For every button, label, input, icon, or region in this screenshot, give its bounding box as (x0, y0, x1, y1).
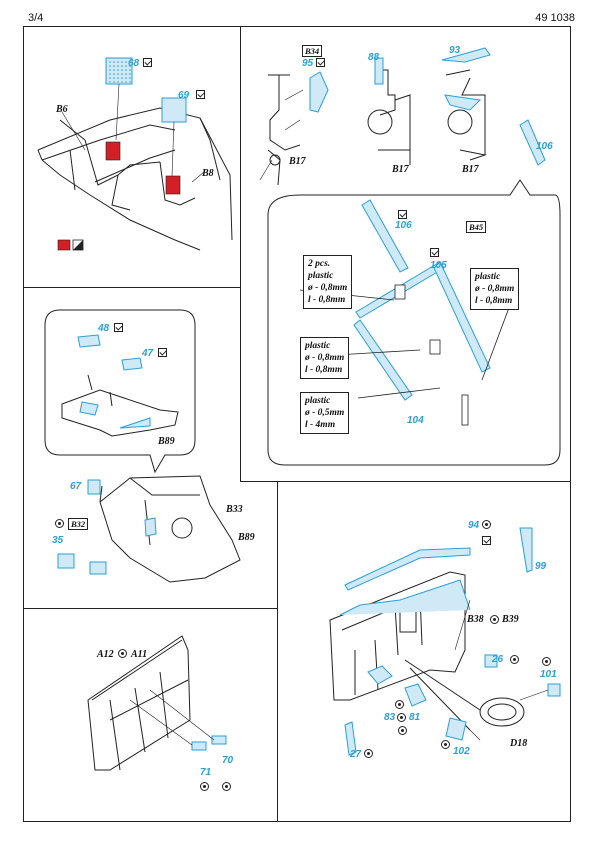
part-94: 94 (468, 520, 480, 531)
panel1-swatch-fill (73, 240, 83, 250)
glue-circle-icon (118, 649, 127, 658)
divider-h-left1 (23, 287, 241, 288)
fold-check-icon (158, 348, 167, 357)
panel3-drawing (99, 475, 241, 583)
glue-circle-icon (510, 655, 519, 664)
glue-circle-icon (200, 782, 209, 791)
part-102: 102 (453, 746, 470, 757)
panel4-pe (191, 735, 227, 751)
part-68: 68 (128, 58, 140, 69)
ref-b8: B8 (202, 168, 214, 179)
fold-check-icon (482, 536, 491, 545)
ref-a12: A12 (97, 649, 114, 660)
fold-check-icon (430, 248, 439, 257)
part-95: 95 (302, 58, 314, 69)
panel1-parts (105, 57, 187, 123)
ref-b89-inset: B89 (158, 436, 175, 447)
panel2-arrows (259, 89, 304, 181)
part-71: 71 (200, 767, 212, 778)
ref-b17-3: B17 (462, 164, 479, 175)
glue-circle-icon (490, 615, 499, 624)
fold-check-icon (114, 323, 123, 332)
part-67: 67 (70, 481, 82, 492)
panel2-pe (309, 47, 546, 166)
ref-b39: B39 (502, 614, 519, 625)
ref-b17-2: B17 (392, 164, 409, 175)
part-48: 48 (98, 323, 110, 334)
glue-circle-icon (397, 713, 406, 722)
part-27: 27 (350, 749, 362, 760)
divider-v-top (240, 26, 241, 482)
part-70: 70 (222, 755, 234, 766)
divider-h-right (240, 481, 571, 482)
part-99: 99 (535, 561, 547, 572)
glue-circle-icon (395, 700, 404, 709)
panel5-leaders (454, 599, 549, 741)
ref-a11: A11 (131, 649, 148, 660)
ref-d18: D18 (510, 738, 528, 749)
part-35: 35 (52, 535, 64, 546)
glue-circle-icon (364, 749, 373, 758)
page-number: 3/4 (28, 12, 44, 24)
ref-b32: B32 (68, 518, 89, 530)
panel1-red-parts (57, 141, 181, 251)
fold-check-icon (316, 58, 325, 67)
ref-b17-1: B17 (289, 156, 306, 167)
part-88: 88 (368, 52, 380, 63)
panel3-pe (57, 479, 157, 575)
part-106: 106 (536, 141, 553, 152)
panel5-drawing (329, 571, 525, 731)
panel5-pe (339, 527, 561, 756)
note-plastic-mid: plastic ø - 0,8mm l - 0,8mm (300, 337, 350, 379)
ref-b6: B6 (56, 104, 68, 115)
panel1-drawing (37, 107, 233, 251)
ref-b38: B38 (467, 614, 484, 625)
note-plastic-right: plastic ø - 0,8mm l - 0,8mm (470, 268, 520, 310)
panel3-inset-pe (77, 334, 151, 429)
inset-bubble-2 (44, 309, 196, 474)
inset-part-106: 106 (395, 220, 412, 231)
part-26: 26 (492, 654, 504, 665)
glue-circle-icon (398, 726, 407, 735)
glue-circle-icon (482, 520, 491, 529)
panel2-pedals (267, 69, 487, 186)
part-81: 81 (409, 712, 421, 723)
note-2pcs: 2 pcs. plastic ø - 0,8mm l - 0,8mm (303, 255, 353, 309)
fold-check-icon (398, 210, 407, 219)
ref-b89: B89 (238, 532, 255, 543)
part-101: 101 (540, 669, 557, 680)
glue-circle-icon (441, 740, 450, 749)
part-47: 47 (142, 348, 154, 359)
divider-v-bottom (277, 481, 278, 822)
inset-part-104: 104 (407, 415, 424, 426)
part-83: 83 (384, 712, 396, 723)
glue-circle-icon (542, 657, 551, 666)
panel3-inset-drawing (61, 374, 179, 437)
note-plastic-rod: plastic ø - 0,5mm l - 4mm (300, 392, 350, 434)
inset-part-105: 105 (430, 260, 447, 271)
instruction-frame (23, 26, 571, 822)
fold-check-icon (196, 90, 205, 99)
panel4-leaders (129, 689, 215, 746)
product-code: 49 1038 (535, 12, 575, 24)
ref-b45: B45 (466, 221, 487, 233)
panel1-leaders (61, 83, 205, 183)
ref-b34: B34 (302, 45, 323, 57)
fold-check-icon (143, 58, 152, 67)
glue-circle-icon (55, 519, 64, 528)
part-93: 93 (449, 45, 461, 56)
ref-b33: B33 (226, 504, 243, 515)
divider-h-left2 (23, 608, 278, 609)
glue-circle-icon (222, 782, 231, 791)
part-69: 69 (178, 90, 190, 101)
panel4-drawing (87, 635, 191, 771)
